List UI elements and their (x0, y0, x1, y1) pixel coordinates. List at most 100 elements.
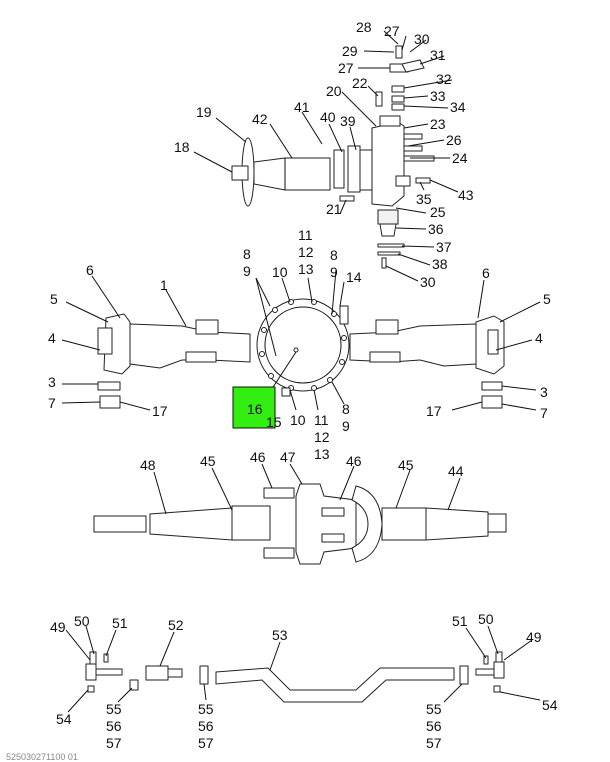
callout-18: 18 (174, 139, 190, 155)
callout-51: 51 (452, 613, 468, 629)
callout-15: 15 (266, 414, 282, 430)
callout-8: 8 (243, 246, 251, 262)
left-bushing-3 (97, 381, 121, 391)
leaders-bottom (65, 625, 541, 713)
callout-labels: 28 27 30 29 31 27 32 22 33 20 34 19 41 4… (48, 19, 558, 751)
callout-21: 21 (326, 201, 342, 217)
callout-56: 56 (106, 718, 122, 734)
right-ball-stud (495, 651, 503, 663)
callout-26: 26 (446, 132, 462, 148)
callout-5: 5 (50, 291, 58, 307)
callout-49: 49 (50, 619, 66, 635)
callout-4: 4 (48, 330, 56, 346)
callout-13: 13 (298, 261, 314, 277)
left-pad (195, 319, 219, 335)
callout-30: 30 (420, 274, 436, 290)
callout-56: 56 (426, 718, 442, 734)
right-shaft-flange (381, 507, 427, 541)
left-ball-stud (89, 651, 97, 665)
callout-55: 55 (106, 701, 122, 717)
right-tie-rod-thread (475, 668, 497, 676)
bolt-43 (415, 177, 431, 184)
callout-9: 9 (330, 264, 338, 280)
bearing-spacer (333, 149, 345, 189)
bolt-23 (403, 133, 423, 140)
upper-bolt (395, 45, 403, 59)
callout-48: 48 (140, 457, 156, 473)
right-tie-rod-end (493, 661, 505, 679)
center-bolt (321, 507, 345, 517)
right-clamp (459, 665, 469, 685)
upper-shim (391, 103, 405, 111)
callout-27: 27 (384, 23, 400, 39)
callout-31: 31 (430, 47, 446, 63)
pin-30 (381, 257, 387, 269)
carrier-housing (295, 483, 357, 565)
callout-50: 50 (478, 611, 494, 627)
right-bushing-3 (481, 381, 503, 391)
shaft-assembly (93, 483, 507, 565)
left-bolt-46b (263, 547, 295, 559)
callout-6: 6 (482, 265, 490, 281)
tie-rod-assembly (85, 651, 505, 703)
callout-37: 37 (436, 239, 452, 255)
callout-54: 54 (542, 697, 558, 713)
adjusting-tube (145, 665, 169, 681)
callout-28: 28 (356, 19, 372, 35)
left-tie-rod-thread (95, 668, 123, 676)
left-clamp (129, 679, 139, 691)
callout-55: 55 (198, 701, 214, 717)
callout-36: 36 (428, 221, 444, 237)
callout-49: 49 (526, 629, 542, 645)
callout-46: 46 (346, 453, 362, 469)
right-lower-pad (369, 351, 401, 363)
callout-6: 6 (86, 262, 94, 278)
callout-23: 23 (430, 116, 446, 132)
steering-knuckle (371, 121, 405, 207)
callout-55: 55 (426, 701, 442, 717)
callout-12: 12 (314, 429, 330, 445)
bolt-26 (403, 145, 423, 152)
kingpin-seal (379, 223, 397, 237)
callout-20: 20 (326, 83, 342, 99)
center-bolt-b (321, 533, 345, 543)
callout-50: 50 (74, 613, 90, 629)
callout-33: 33 (430, 88, 446, 104)
right-grease-fitting (493, 685, 501, 693)
callout-16[interactable]: 16 (247, 401, 263, 417)
bolt-21 (339, 195, 355, 202)
callout-8: 8 (330, 247, 338, 263)
callout-7: 7 (540, 405, 548, 421)
callout-8: 8 (342, 401, 350, 417)
shim-37 (377, 243, 405, 248)
callout-27: 27 (338, 60, 354, 76)
callout-46: 46 (250, 449, 266, 465)
highlight-callout-box[interactable] (232, 386, 276, 429)
callout-17: 17 (426, 403, 442, 419)
right-beam-tube (349, 323, 477, 367)
adjusting-tube-end (167, 668, 183, 678)
callout-11: 11 (298, 227, 313, 243)
callout-38: 38 (432, 256, 448, 272)
axle-beam (97, 298, 505, 409)
callout-57: 57 (106, 735, 122, 751)
right-bushing-7 (481, 395, 503, 409)
callout-42: 42 (252, 111, 268, 127)
bearing-cone (347, 145, 361, 193)
knuckle-arm (395, 175, 411, 187)
callout-57: 57 (198, 735, 214, 751)
callout-40: 40 (320, 109, 336, 125)
left-cotter (103, 653, 109, 663)
callout-44: 44 (448, 463, 464, 479)
callout-22: 22 (352, 75, 368, 91)
upper-washer (391, 85, 405, 93)
center-clamp (199, 665, 209, 685)
kingpin-cap-top (379, 115, 401, 127)
drawing-number: 525030271100 01 (6, 752, 78, 762)
callout-1: 1 (160, 277, 168, 293)
callout-41: 41 (294, 99, 310, 115)
carrier-arm (351, 485, 383, 563)
callout-7: 7 (48, 395, 56, 411)
housing-center-mark (293, 347, 299, 353)
